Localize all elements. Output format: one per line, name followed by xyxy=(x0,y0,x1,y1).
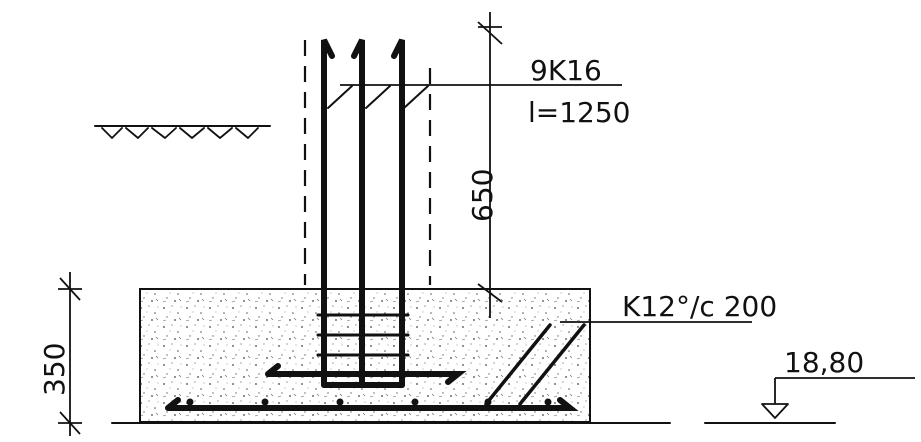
bottom-mesh xyxy=(165,363,579,411)
bar-length-label: l=1250 xyxy=(528,96,631,129)
column-outline xyxy=(303,40,432,285)
bar-marks xyxy=(327,85,429,109)
footing-height-value: 350 xyxy=(38,343,71,396)
stirrup-spec-label: K12°/c 200 xyxy=(622,290,777,323)
elevation-value: 18,80 xyxy=(784,346,864,379)
column-bars-label: 9K16 xyxy=(530,54,602,87)
footing-height-dimension-line xyxy=(58,272,82,436)
anchorage-dimension-line xyxy=(477,12,503,318)
elevation-marker xyxy=(761,377,915,419)
starter-bars xyxy=(321,38,405,388)
anchorage-dimension-value: 650 xyxy=(466,169,499,222)
diagonal-bars xyxy=(484,323,586,406)
stirrups-in-footing xyxy=(316,313,410,357)
ground-level-symbol xyxy=(94,125,271,139)
